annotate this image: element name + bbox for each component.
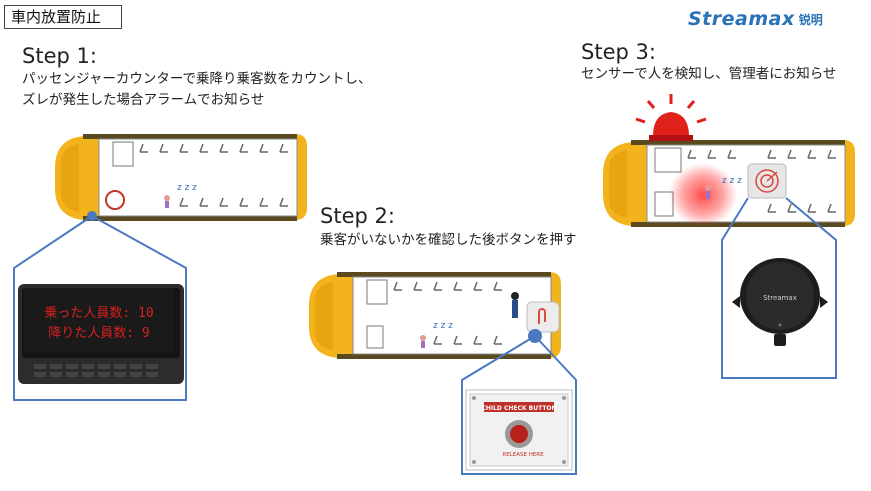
- seat-rows-1: [139, 143, 288, 207]
- step2-desc: 乗客がいないかを確認した後ボタンを押す: [320, 232, 577, 248]
- step2-title: Step 2:: [320, 204, 395, 228]
- sleep-zzz-1: z z z: [177, 183, 197, 193]
- counter-display-screen: 乗った人員数: 10 降りた人員数: 9: [24, 288, 174, 352]
- sensor-brand-label: Streamax: [763, 294, 797, 302]
- bus-3: [602, 139, 856, 228]
- child-figure-1: [164, 195, 170, 201]
- step3-desc: センサーで人を検知し、管理者にお知らせ: [581, 66, 837, 82]
- child-figure-3: [705, 185, 711, 191]
- steering-wheel-1: [105, 190, 125, 210]
- step2-callout: [461, 335, 577, 475]
- sleep-zzz-3: z z z: [722, 176, 742, 186]
- sleep-zzz-2: z z z: [433, 321, 453, 331]
- driver-figure: [511, 292, 519, 300]
- bus-2: z z z: [308, 271, 562, 360]
- brand-logo: Streamax 锐明: [688, 6, 864, 32]
- logo-text-en: Streamax: [688, 8, 795, 30]
- step3-callout: [721, 197, 837, 379]
- step3-title: Step 3:: [581, 40, 656, 64]
- child-figure-2: [420, 335, 426, 341]
- alarm-light-icon: [635, 94, 707, 141]
- step1-desc-line2: ズレが発生した場合アラームでお知らせ: [22, 92, 265, 108]
- sensor-device: Streamax: [732, 258, 828, 346]
- logo-text-cn: 锐明: [798, 12, 823, 27]
- display-boarded-count: 乗った人員数: 10: [44, 306, 154, 321]
- button-panel-label: CHILD CHECK BUTTON: [481, 405, 556, 412]
- step1-title: Step 1:: [22, 44, 97, 68]
- child-check-button-panel: CHILD CHECK BUTTON RELEASE HERE: [465, 389, 573, 471]
- release-label: RELEASE HERE: [502, 452, 544, 458]
- display-alighted-count: 降りた人員数: 9: [48, 326, 150, 341]
- bus-1: z z z: [54, 133, 308, 222]
- step1-desc-line1: パッセンジャーカウンターで乗降り乗客数をカウントし、: [22, 71, 372, 87]
- detection-glow: [669, 163, 737, 227]
- press-button-icon: [526, 301, 560, 333]
- step1-callout: [13, 215, 187, 401]
- page-title: 車内放置防止: [4, 5, 122, 29]
- front-seat-1: [112, 141, 134, 167]
